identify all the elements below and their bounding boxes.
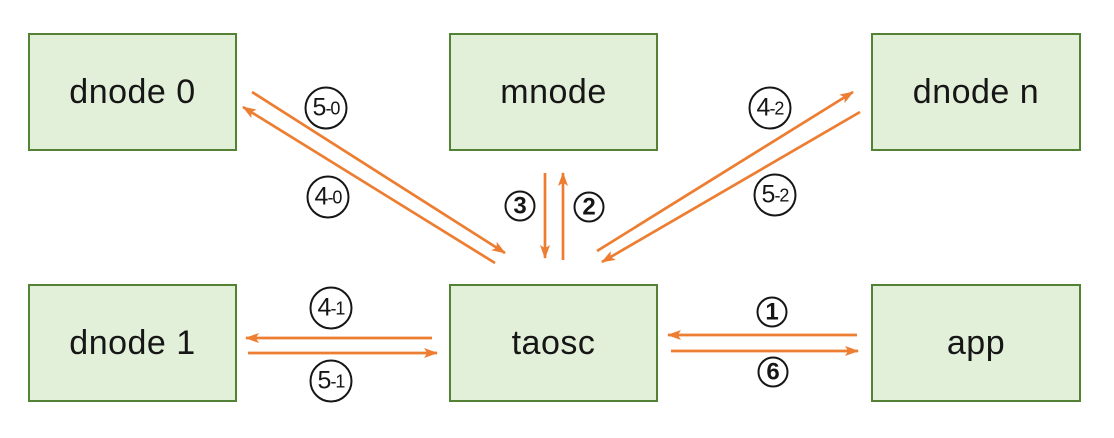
- step-badge-major: 5: [761, 180, 776, 209]
- step-badge-5-1: 5-1: [309, 359, 353, 403]
- step-badge-label: 1: [765, 298, 779, 325]
- step-badge-minor: -1: [330, 371, 345, 391]
- step-badge-6: 6: [757, 356, 789, 388]
- arrow-dnode-0-to-taosc: [251, 90, 506, 255]
- node-label-dnode-0: dnode 0: [69, 72, 196, 111]
- node-label-dnode-1: dnode 1: [69, 323, 196, 362]
- step-badge-3: 3: [504, 190, 536, 222]
- step-badge-label: 6: [766, 358, 780, 385]
- node-mnode: mnode: [449, 33, 658, 151]
- arrow-taosc-to-dnode-0: [242, 105, 496, 265]
- node-label-taosc: taosc: [511, 323, 596, 362]
- step-badge-4-0: 4-0: [306, 175, 350, 219]
- step-badge-minor: -0: [325, 98, 340, 118]
- node-dnode-1: dnode 1: [28, 284, 237, 402]
- node-label-dnode-n: dnode n: [912, 72, 1040, 111]
- node-label-mnode: mnode: [500, 72, 607, 111]
- step-badge-label: 3: [513, 192, 527, 219]
- step-badge-minor: -2: [774, 185, 789, 205]
- step-badge-minor: -1: [330, 298, 345, 318]
- edge-lines: [242, 90, 861, 358]
- step-badge-major: 4: [314, 182, 329, 211]
- node-app: app: [871, 284, 1081, 402]
- step-badge-major: 4: [317, 293, 332, 322]
- step-badge-minor: -0: [327, 187, 342, 207]
- step-badge-major: 5: [317, 366, 332, 395]
- step-badge-4-2: 4-2: [748, 86, 792, 130]
- step-badge-minor: -2: [769, 98, 784, 118]
- node-taosc: taosc: [449, 284, 658, 402]
- step-badge-major: 5: [312, 93, 327, 122]
- step-badge-1: 1: [756, 296, 788, 328]
- step-badge-major: 4: [756, 93, 771, 122]
- node-dnode-0: dnode 0: [28, 33, 237, 151]
- step-badge-5-2: 5-2: [753, 173, 797, 217]
- node-dnode-n: dnode n: [871, 33, 1081, 151]
- step-badge-5-0: 5-0: [304, 86, 348, 130]
- node-label-app: app: [946, 323, 1006, 362]
- step-badge-2: 2: [573, 191, 605, 223]
- arrow-dnode-n-to-taosc: [601, 110, 861, 264]
- step-badge-label: 2: [582, 193, 596, 220]
- arrow-taosc-to-dnode-n: [596, 90, 854, 253]
- step-badge-4-1: 4-1: [309, 286, 353, 330]
